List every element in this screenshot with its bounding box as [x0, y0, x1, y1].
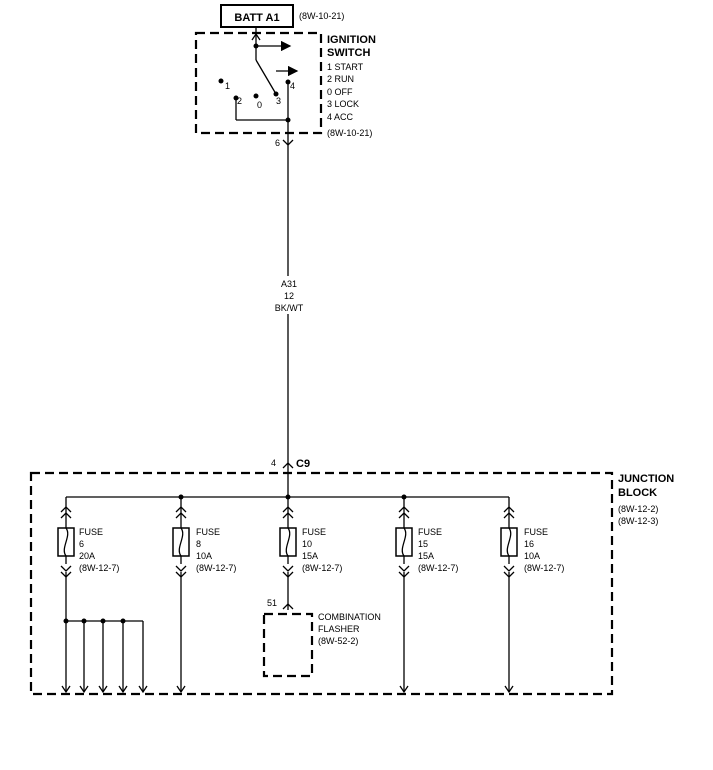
- output-arrow: [138, 685, 148, 694]
- fuse-6-element: [63, 527, 69, 557]
- contact-1: [218, 78, 224, 84]
- battery-box: [220, 4, 294, 28]
- fuse-6-ref: (8W-12-7): [79, 563, 119, 573]
- flasher-pin-label: 51: [267, 598, 277, 608]
- output-arrow: [79, 685, 89, 694]
- fuse-8-rating: 10A: [196, 551, 212, 561]
- junction-block-title-1: JUNCTION: [618, 473, 674, 485]
- fuse-16-ref: (8W-12-7): [524, 563, 564, 573]
- fuse-6-label: FUSE: [79, 527, 103, 537]
- contact-3: [273, 91, 279, 97]
- fuse-15-number: 15: [418, 539, 428, 549]
- switch-position-run: 2 RUN: [327, 74, 354, 84]
- c9-connector-label: C9: [296, 458, 310, 470]
- fuse-16-label: FUSE: [524, 527, 548, 537]
- fuse-10-ref: (8W-12-7): [302, 563, 342, 573]
- output-arrow: [504, 685, 514, 694]
- contact-2-label: 2: [237, 96, 242, 106]
- contact-3-label: 3: [276, 96, 281, 106]
- switch-blade: [255, 59, 277, 95]
- split-junction-dot: [63, 618, 69, 624]
- switch-position-acc: 4 ACC: [327, 112, 354, 122]
- fuse-6-rating: 20A: [79, 551, 95, 561]
- switch-position-lock: 3 LOCK: [327, 99, 359, 109]
- flasher-connector: [282, 603, 294, 610]
- flasher-label-1: COMBINATION: [318, 612, 381, 622]
- fuse-10-number: 10: [302, 539, 312, 549]
- fuse-6: FUSE 6 20A (8W-12-7): [57, 497, 119, 578]
- fuse-16-input-connector: [503, 506, 515, 519]
- fuse-15: FUSE 15 15A (8W-12-7): [395, 497, 458, 578]
- wire-gauge-label: 12: [284, 291, 294, 301]
- fuse-10-rating: 15A: [302, 551, 318, 561]
- fuse-16: FUSE 16 10A (8W-12-7): [500, 497, 564, 578]
- battery-label: BATT A1: [234, 12, 279, 24]
- fuse-15-rating: 15A: [418, 551, 434, 561]
- fuse-8-number: 8: [196, 539, 201, 549]
- fuse-15-input-connector: [398, 506, 410, 519]
- c9-pin-label: 4: [271, 458, 276, 468]
- fuse-10-input-connector: [282, 506, 294, 519]
- switch-position-start: 1 START: [327, 62, 364, 72]
- switch-position-off: 0 OFF: [327, 87, 353, 97]
- fuse-6-input-connector: [60, 506, 72, 519]
- fuse-15-ref: (8W-12-7): [418, 563, 458, 573]
- output-arrow: [118, 685, 128, 694]
- wire-label-background: [268, 276, 310, 314]
- fuse-8-input-connector: [175, 506, 187, 519]
- junction-block-title-2: BLOCK: [618, 487, 657, 499]
- fuse-8: FUSE 8 10A (8W-12-7): [172, 497, 236, 578]
- junction-block-ref-2: (8W-12-3): [618, 516, 658, 526]
- fuse-10: FUSE 10 15A (8W-12-7): [279, 497, 342, 578]
- fuse-8-label: FUSE: [196, 527, 220, 537]
- ignition-switch-ref: (8W-10-21): [327, 128, 372, 138]
- battery-ref: (8W-10-21): [299, 11, 344, 21]
- junction-block-box: [29, 471, 614, 696]
- fuse-15-label: FUSE: [418, 527, 442, 537]
- junction-block-ref-1: (8W-12-2): [618, 504, 658, 514]
- ignition-switch-title-2: SWITCH: [327, 47, 370, 59]
- flasher-label-2: FLASHER: [318, 624, 360, 634]
- wire-circuit-label: A31: [281, 279, 297, 289]
- fuse-16-rating: 10A: [524, 551, 540, 561]
- fuse-10-label: FUSE: [302, 527, 326, 537]
- c9-connector: [282, 462, 294, 469]
- fuse-16-element: [506, 527, 512, 557]
- output-arrow: [98, 685, 108, 694]
- fuse-8-ref: (8W-12-7): [196, 563, 236, 573]
- fuse-8-element: [178, 527, 184, 557]
- fuse-10-element: [285, 527, 291, 557]
- output-arrow: [61, 685, 71, 694]
- switch-output-pin: 6: [275, 138, 280, 148]
- fuse-15-element: [401, 527, 407, 557]
- contact-0: [253, 93, 259, 99]
- wire-color-label: BK/WT: [275, 303, 304, 313]
- contact-1-label: 1: [225, 81, 230, 91]
- switch-input-chevron: [251, 32, 261, 41]
- flasher-ref: (8W-52-2): [318, 636, 358, 646]
- ignition-switch-box: [194, 31, 323, 135]
- fuse-16-number: 16: [524, 539, 534, 549]
- output-arrow: [399, 685, 409, 694]
- fuse-6-number: 6: [79, 539, 84, 549]
- output-arrow: [176, 685, 186, 694]
- contact-4-label: 4: [290, 81, 295, 91]
- ignition-switch-title-1: IGNITION: [327, 34, 376, 46]
- contact-0-label: 0: [257, 100, 262, 110]
- combination-flasher-box: [262, 612, 314, 678]
